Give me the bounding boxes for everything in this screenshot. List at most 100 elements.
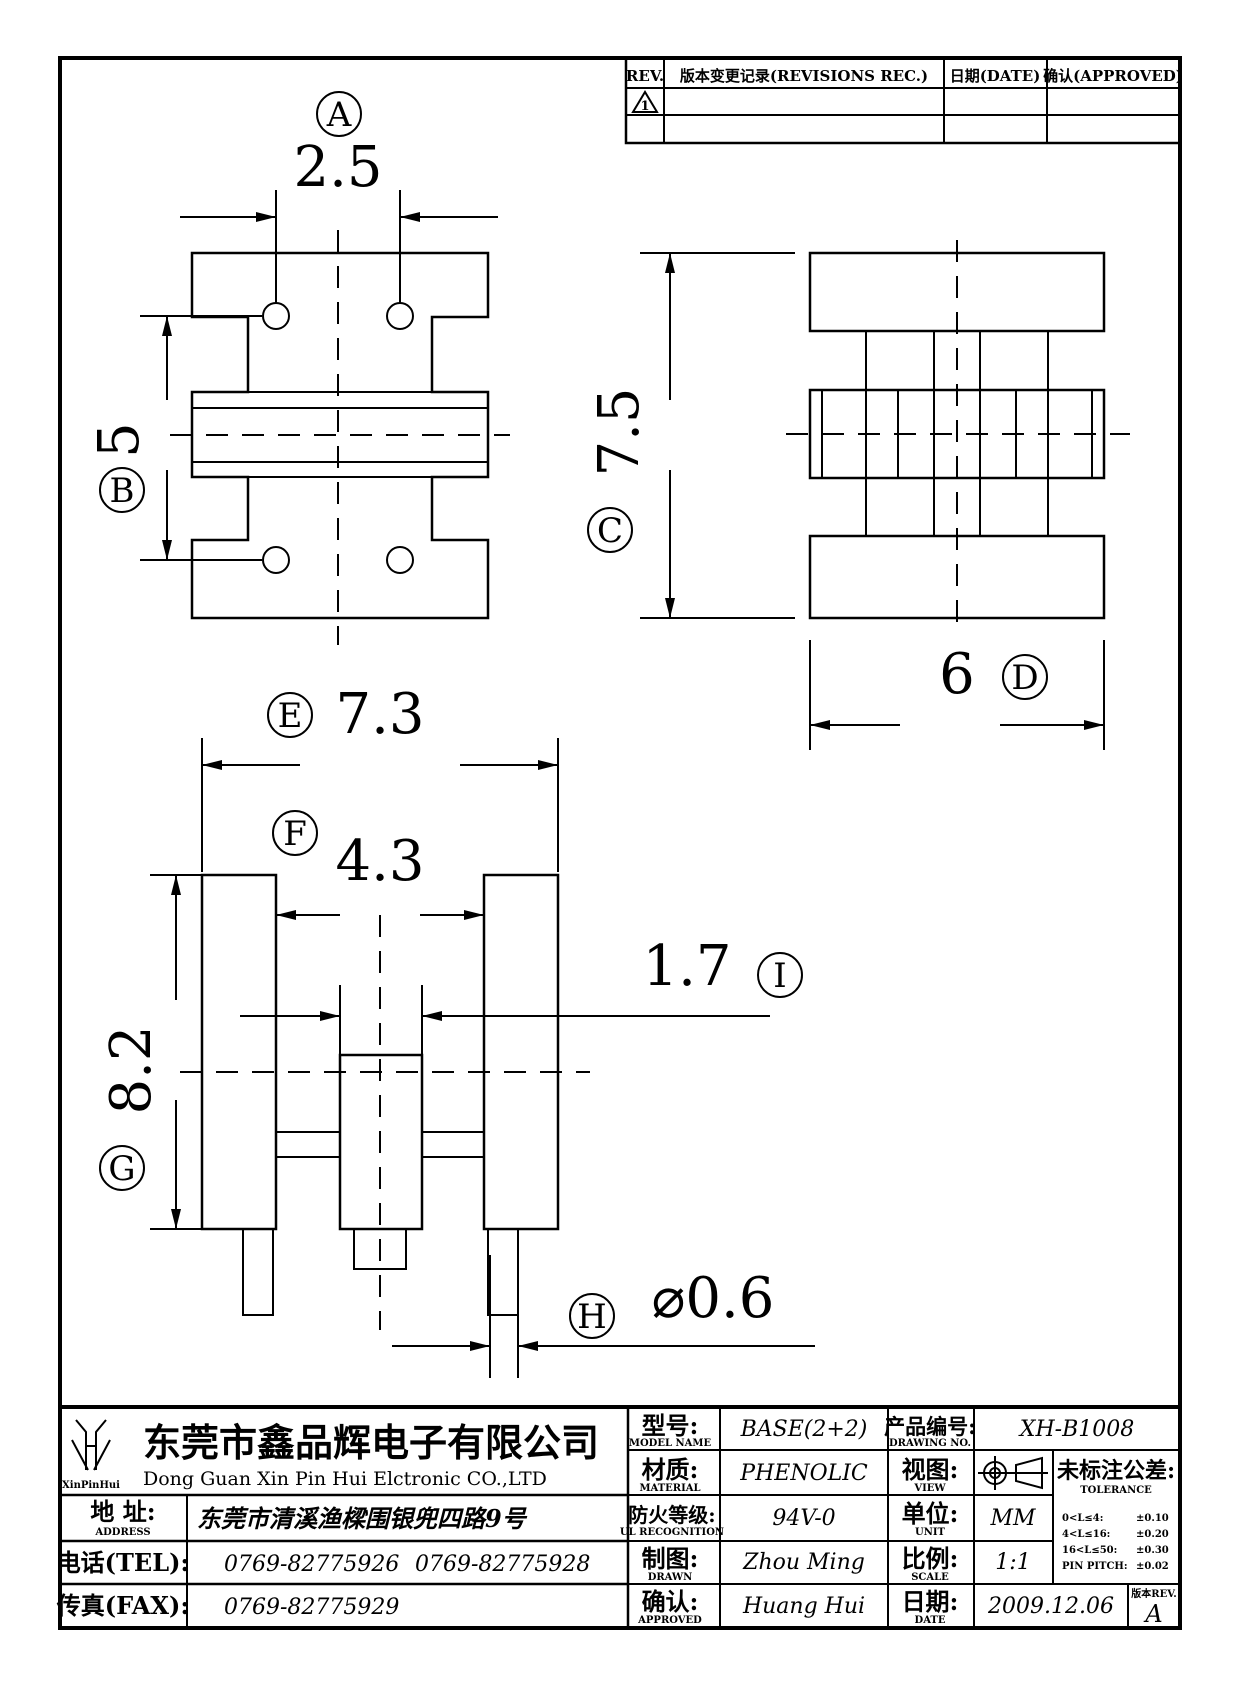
fax-value: 0769-82775929 <box>224 1595 399 1620</box>
tolerance-label: 未标注公差: <box>1057 1458 1175 1484</box>
svg-text:±0.02: ±0.02 <box>1136 1561 1169 1572</box>
tel-value-2: 0769-82775928 <box>415 1552 590 1577</box>
svg-text:D: D <box>1011 658 1038 698</box>
view-label: 视图: <box>902 1455 959 1484</box>
side-view <box>786 240 1130 632</box>
svg-text:±0.10: ±0.10 <box>1136 1513 1169 1524</box>
svg-text:E: E <box>278 696 303 736</box>
sheet-border <box>58 56 1182 1630</box>
drawing-no-value: XH-B1008 <box>1018 1417 1134 1442</box>
svg-text:16<L≤50:: 16<L≤50: <box>1062 1545 1117 1556</box>
revision-triangle-icon: 1 <box>631 90 659 114</box>
svg-text:H: H <box>577 1297 607 1337</box>
dimension-g-value: 8.2 <box>99 1025 164 1114</box>
svg-text:MATERIAL: MATERIAL <box>639 1483 700 1494</box>
top-view <box>170 230 510 645</box>
company-name-cn: 东莞市鑫品辉电子有限公司 <box>143 1420 599 1465</box>
pin-hole <box>386 302 414 330</box>
tel-label: 电话(TEL): <box>57 1548 190 1577</box>
svg-text:0<L≤4:: 0<L≤4: <box>1062 1513 1103 1524</box>
drawn-label: 制图: <box>642 1544 699 1573</box>
svg-text:ADDRESS: ADDRESS <box>94 1527 150 1538</box>
revisions-table: REV. 版本变更记录(REVISIONS REC.) 日期(DATE) 确认(… <box>624 56 1183 145</box>
svg-text:±0.30: ±0.30 <box>1136 1545 1169 1556</box>
address-label: 地 址: <box>90 1497 155 1526</box>
approved-header: 确认(APPROVED) <box>1043 67 1183 85</box>
svg-text:G: G <box>108 1149 135 1189</box>
svg-text:DATE: DATE <box>915 1615 946 1626</box>
callout-a-icon <box>316 91 362 137</box>
svg-text:C: C <box>597 511 623 551</box>
dimension-i: 1.7 I <box>240 934 803 1055</box>
callout-b-icon <box>99 467 145 513</box>
material-value: PHENOLIC <box>739 1461 868 1486</box>
callout-i-icon <box>757 952 803 998</box>
callout-e-icon <box>267 692 313 738</box>
pin-hole <box>262 302 290 330</box>
dimension-h: ⌀0.6 H <box>392 1255 815 1378</box>
tolerance-table: 0<L≤4: ±0.10 4<L≤16: ±0.20 16<L≤50: ±0.3… <box>1062 1513 1169 1572</box>
callout-f-icon <box>272 810 318 856</box>
svg-text:TOLERANCE: TOLERANCE <box>1080 1485 1152 1496</box>
date-value: 2009.12.06 <box>987 1594 1114 1619</box>
material-label: 材质: <box>642 1455 699 1484</box>
dimension-d: 6 D <box>809 640 1105 750</box>
title-block: XinPinHui 东莞市鑫品辉电子有限公司 Dong Guan Xin Pin… <box>56 1405 1182 1630</box>
svg-text:F: F <box>283 814 307 854</box>
callout-c-icon <box>587 507 633 553</box>
callout-h-icon <box>569 1293 615 1339</box>
drawn-value: Zhou Ming <box>742 1550 865 1575</box>
date-header: 日期(DATE) <box>950 67 1041 85</box>
scale-label: 比例: <box>902 1544 959 1573</box>
svg-text:I: I <box>773 956 786 996</box>
svg-text:B: B <box>110 471 135 511</box>
rec-header: 版本变更记录(REVISIONS REC.) <box>680 67 928 85</box>
svg-text:±0.20: ±0.20 <box>1136 1529 1169 1540</box>
svg-text:DRAWING NO.: DRAWING NO. <box>889 1438 971 1449</box>
dimension-f-value: 4.3 <box>335 829 424 894</box>
unit-value: MM <box>989 1506 1036 1531</box>
model-label: 型号: <box>642 1411 699 1440</box>
rev-label: 版本REV. <box>1131 1587 1176 1600</box>
dimension-c: 7.5 C <box>587 252 795 619</box>
svg-text:1: 1 <box>640 99 649 114</box>
flame-label: 防火等级: <box>628 1503 715 1527</box>
pin-hole <box>386 546 414 574</box>
svg-text:SCALE: SCALE <box>911 1572 949 1583</box>
approved-label: 确认: <box>642 1587 699 1616</box>
front-view <box>180 873 590 1330</box>
approved-value: Huang Hui <box>742 1594 865 1619</box>
model-value: BASE(2+2) <box>740 1417 868 1442</box>
svg-text:APPROVED: APPROVED <box>637 1615 702 1626</box>
dimension-e: 7.3 E <box>201 682 559 872</box>
svg-text:XinPinHui: XinPinHui <box>62 1480 120 1491</box>
tel-value-1: 0769-82775926 <box>224 1552 399 1577</box>
dimension-f: 4.3 F <box>272 810 484 920</box>
rev-value: A <box>1143 1600 1162 1628</box>
svg-text:MODEL NAME: MODEL NAME <box>629 1438 712 1449</box>
drawing-no-label: 产品编号: <box>884 1414 976 1439</box>
svg-text:4<L≤16:: 4<L≤16: <box>1062 1529 1110 1540</box>
svg-text:PIN PITCH:: PIN PITCH: <box>1062 1561 1128 1572</box>
pin-hole <box>262 546 290 574</box>
unit-label: 单位: <box>902 1499 959 1528</box>
scale-value: 1:1 <box>995 1550 1030 1575</box>
flame-value: 94V-0 <box>772 1506 835 1531</box>
dimension-e-value: 7.3 <box>335 682 424 747</box>
dimension-c-value: 7.5 <box>587 387 652 476</box>
address-value: 东莞市清溪渔樑围银兜四路9号 <box>197 1504 528 1533</box>
svg-text:DRAWN: DRAWN <box>648 1572 693 1583</box>
dimension-g: 8.2 G <box>99 874 240 1230</box>
svg-text:VIEW: VIEW <box>913 1483 946 1494</box>
company-name-en: Dong Guan Xin Pin Hui Elctronic CO.,LTD <box>143 1468 547 1490</box>
rev-header: REV. <box>626 67 664 85</box>
callout-d-icon <box>1002 654 1048 700</box>
first-angle-projection-icon <box>978 1456 1048 1490</box>
date-label: 日期: <box>902 1587 959 1616</box>
company-logo-icon: XinPinHui <box>62 1419 120 1491</box>
svg-text:A: A <box>326 95 352 135</box>
fax-label: 传真(FAX): <box>56 1591 189 1620</box>
dimension-a: 2.5 A <box>180 91 498 303</box>
svg-text:UNIT: UNIT <box>915 1527 946 1538</box>
